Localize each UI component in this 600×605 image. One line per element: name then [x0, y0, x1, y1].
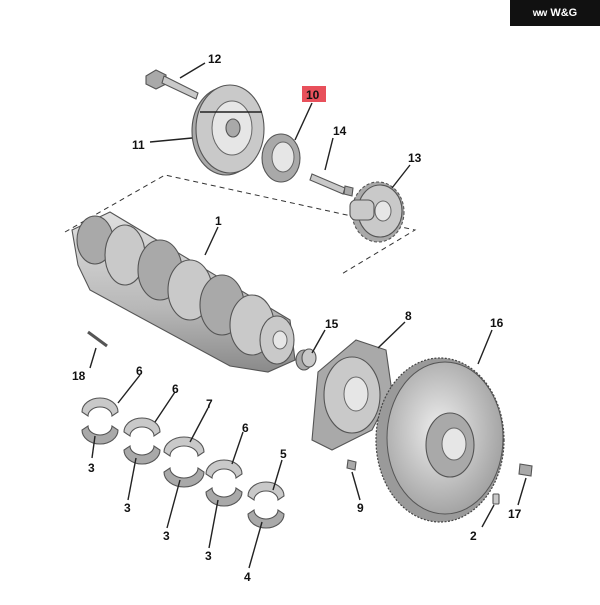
callout-12: 12: [208, 52, 222, 66]
callout-3a: 3: [88, 461, 95, 475]
callout-11: 11: [132, 138, 145, 152]
callout-3c: 3: [163, 529, 170, 543]
crankshaft-group-outline: [64, 174, 417, 276]
callout-7: 7: [206, 397, 213, 411]
damper-pulley: [191, 84, 265, 176]
callout-18: 18: [72, 369, 86, 383]
callout-16: 16: [490, 316, 504, 330]
brand-watermark: ᴡᴡ W&G: [510, 0, 600, 26]
sprocket-bolt: [309, 173, 354, 197]
bearing-shell-2: [123, 417, 161, 465]
pilot-bush: [295, 348, 317, 371]
callout-5: 5: [280, 447, 287, 461]
callout-13: 13: [408, 151, 422, 165]
bearing-shell-4: [205, 459, 243, 507]
timing-sprocket: [349, 181, 405, 243]
flywheel-bolt: [518, 463, 533, 477]
bearing-shell-set: [81, 397, 285, 529]
callout-8: 8: [405, 309, 412, 323]
bearing-shell-1: [81, 397, 119, 445]
callout-6a: 6: [136, 364, 143, 378]
callout-1: 1: [215, 214, 222, 228]
callout-3b: 3: [124, 501, 131, 515]
spacer-ring: [261, 133, 301, 183]
crankshaft: [71, 211, 296, 373]
brand-logo-icon: ᴡᴡ: [532, 7, 548, 19]
callout-labels: 12 11 10 14 13 1 15 8 16 18 6 6 7 6 5 3 …: [72, 52, 522, 584]
leader-lines: [89, 62, 527, 569]
callout-15: 15: [325, 317, 339, 331]
callout-9: 9: [357, 501, 364, 515]
drive-plate: [311, 339, 393, 451]
callout-4: 4: [244, 570, 251, 584]
bearing-shell-5: [247, 481, 285, 529]
plate-bolt: [346, 459, 357, 471]
callout-3d: 3: [205, 549, 212, 563]
pulley-bolt: [145, 69, 199, 100]
callout-6c: 6: [242, 421, 249, 435]
dowel-pin: [492, 493, 500, 505]
brand-name: W&G: [550, 7, 578, 19]
callout-10: 10: [306, 88, 320, 102]
callout-2: 2: [470, 529, 477, 543]
bearing-shell-3: [163, 436, 205, 488]
callout-6b: 6: [172, 382, 179, 396]
callout-17: 17: [508, 507, 522, 521]
thrust-pin: [87, 330, 108, 348]
callout-10-highlight: [302, 86, 326, 102]
callout-14: 14: [333, 124, 347, 138]
flywheel: [375, 357, 505, 523]
